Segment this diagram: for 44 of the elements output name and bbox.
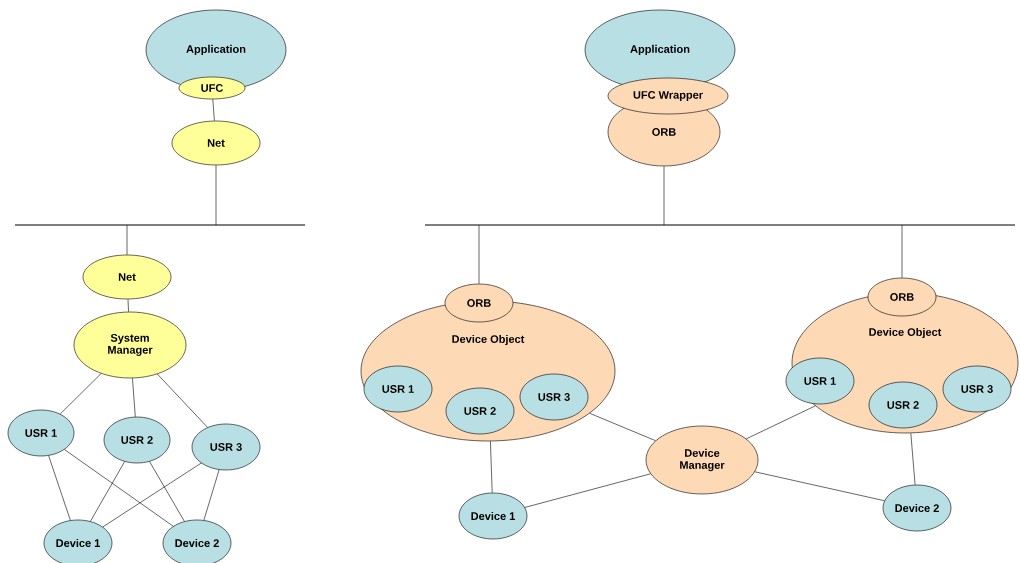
connector-line [48,455,71,521]
connector-line [212,99,215,121]
ellipse-node: USR 2 [868,381,938,429]
connector-line [59,373,102,415]
ellipse-node: USR 1 [7,409,75,457]
connector-line [64,449,174,527]
connector-line [149,461,185,522]
connector-line [90,461,125,522]
connector-line [102,462,202,528]
ellipse-node: ORB [444,283,514,323]
ellipse-node: Device 2 [162,519,232,563]
ellipse-node: Application [584,9,736,91]
connector-line [754,471,885,502]
ellipse-node: Device 2 [882,484,952,532]
ellipse-node: Net [82,254,172,300]
connector-line [157,373,208,428]
ellipse-node: Net [171,120,261,166]
ellipse-node: System Manager [73,311,187,379]
ellipse-node: Device 1 [458,492,528,540]
connector-line [132,377,136,418]
ellipse-node: Device Manager [645,425,759,495]
ellipse-node: USR 2 [445,387,515,435]
connector-line [478,224,480,284]
connector-line [746,405,816,440]
ellipse-node: USR 3 [191,423,261,471]
connector-line [490,440,493,493]
ellipse-node: USR 1 [785,357,855,405]
ellipse-node: USR 1 [363,365,433,413]
connector-line [203,469,220,521]
connector-line [215,165,217,226]
connector-line [901,224,903,278]
ellipse-node: UFC Wrapper [607,77,729,115]
ellipse-node: Device 1 [43,519,113,563]
connector-line [589,413,656,441]
ellipse-node: USR 2 [103,416,171,464]
ellipse-node: UFC [178,76,246,100]
connector-line [127,299,129,312]
ellipse-node: ORB [867,277,937,317]
ellipse-node: USR 3 [519,373,589,421]
connector-line [910,432,916,486]
connector-line [524,473,651,508]
connector-line [663,166,665,226]
connector-line [126,224,128,255]
ellipse-node: USR 3 [942,365,1012,413]
